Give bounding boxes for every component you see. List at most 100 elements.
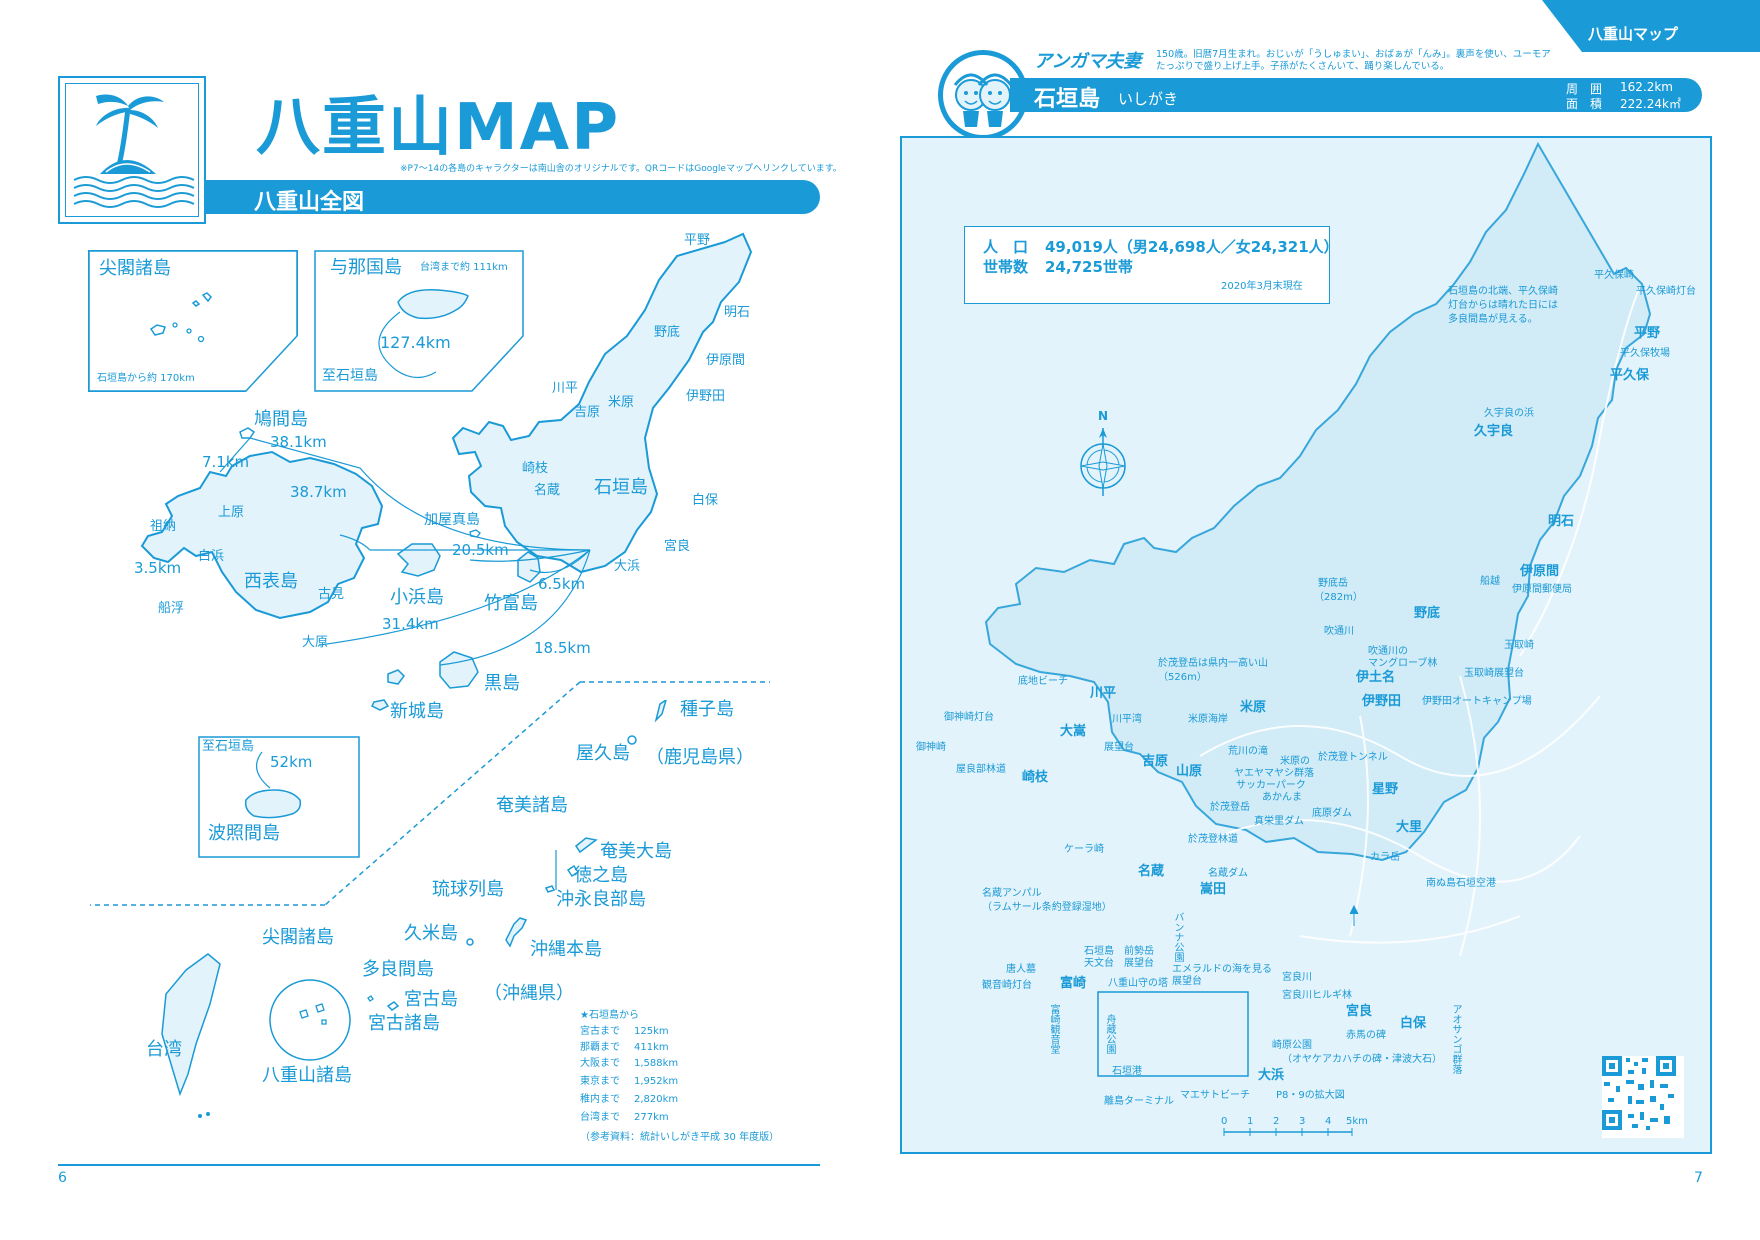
hateruma-to-ishigaki: 至石垣島 (202, 739, 255, 754)
yonaguni-to-ishigaki: 至石垣島 (322, 368, 378, 384)
label-shiraho: 白保 (1400, 1016, 1427, 1031)
note-enlarged: P8・9の拡大図 (1276, 1090, 1345, 1101)
area-value: 222.24k㎡ (1620, 97, 1681, 111)
section-bar-underline (58, 222, 206, 224)
taiwan-shape (161, 953, 221, 1097)
island-reading: いしがき (1118, 90, 1179, 108)
label-ferry: 離島ターミナル (1104, 1096, 1174, 1107)
okinawa-honto-shape (505, 917, 528, 948)
label-yakushima: 屋久島 (576, 743, 630, 764)
label-hirakubo: 平久保 (1610, 368, 1650, 383)
senkaku-islands-shape (149, 292, 212, 343)
label-hoshino: 星野 (1372, 782, 1399, 797)
label-kumejima: 久米島 (404, 923, 458, 944)
label-d5: 3.5km (134, 559, 182, 577)
label-hirakubozaki-lh: 平久保崎灯台 (1636, 286, 1696, 297)
label-ohzato: 大里 (1396, 820, 1423, 835)
label-ohama: 大浜 (614, 559, 641, 574)
perimeter-label: 周 囲 (1566, 82, 1603, 96)
label-kannonzaki: 観音崎灯台 (982, 980, 1032, 991)
label-hirakubozaki: 平久保崎 (1594, 270, 1634, 281)
label-nagura: 名蔵 (534, 483, 561, 498)
ishigaki-island-shape (451, 232, 753, 574)
label-fusaki-kannon: 富崎観音堂 (1048, 1004, 1059, 1054)
label-yamahara: 山原 (1176, 764, 1203, 779)
yonaguni-to-taiwan: 台湾まで約 111km (420, 262, 508, 273)
scale-bar: 0 1 2 3 4 5km (1218, 1116, 1368, 1146)
character-desc-1: 150歳。旧暦7月生まれ。おじぃが「うしゅまい」、おばぁが「んみ」。裏声を使い、… (1156, 49, 1551, 60)
label-ohama: 大浜 (1258, 1068, 1285, 1083)
label-sonai: 祖納 (150, 519, 177, 534)
enlarged-area-box (1097, 991, 1249, 1077)
label-hirano: 平野 (684, 233, 711, 248)
right-page-number: 7 (1694, 1170, 1703, 1186)
label-yonehara: 米原 (1240, 700, 1267, 715)
label-karadake: カラ岳 (1370, 852, 1400, 863)
note-hirakubo: 石垣島の北端、平久保崎 (1448, 286, 1558, 297)
hateruma-title: 波照間島 (208, 823, 280, 844)
label-tokunoshima: 徳之島 (574, 865, 628, 886)
note-hirakubo-3: 多良間島が見える。 (1448, 314, 1538, 325)
households-value: 24,725世帯 (1045, 258, 1133, 276)
label-ibaruma: 伊原間 (1520, 564, 1560, 579)
label-uehara: 上原 (218, 505, 245, 520)
tokunoshima-shape (566, 864, 580, 878)
label-ibaruma: 伊原間 (706, 353, 746, 368)
distance-list-source: （参考資料：統計いしがき平成 30 年度版） (580, 1131, 780, 1143)
note-hirakubo-2: 灯台からは晴れた日には (1448, 300, 1558, 311)
qr-code[interactable] (1602, 1056, 1684, 1138)
label-tomari: 石垣港 (1112, 1066, 1142, 1077)
label-d3: 38.7km (290, 483, 347, 501)
label-kubura-beach: 久宇良の浜 (1484, 408, 1534, 419)
label-hirakubo-farm: 平久保牧場 (1620, 348, 1670, 359)
label-nosokodake: 野底岳 (1318, 578, 1348, 589)
note-omoto: 於茂登岳は県内一高い山 (1158, 658, 1268, 669)
yakushima-shape (627, 735, 637, 745)
label-tamatori-view: 玉取崎展望台 (1464, 668, 1524, 679)
label-iriomote: 西表島 (244, 571, 298, 592)
label-fukidogawa: 吹通川 (1324, 626, 1354, 637)
label-ogamizaki: 御神崎 (916, 742, 946, 753)
island-name-bar: 石垣島 いしがき 周 囲 162.2km 面 積 222.24k㎡ (1010, 78, 1702, 112)
yonaguni-inset: 与那国島 台湾まで約 111km 127.4km 至石垣島 (314, 250, 526, 394)
label-d8: 18.5km (534, 639, 591, 657)
note-nagura-anparu: 名蔵アンパル (982, 888, 1042, 899)
label-taramajima: 多良間島 (362, 959, 434, 980)
label-mangrove: 吹通川の (1368, 646, 1408, 657)
population-as-of: 2020年3月末現在 (1221, 281, 1303, 292)
label-sakihara-2: （オヤケアカハチの碑・津波大石） (1282, 1054, 1442, 1065)
yaeyama-main-map (90, 232, 770, 906)
hateruma-inset: 至石垣島 52km 波照間島 (198, 736, 360, 858)
label-kabira: 川平 (552, 381, 579, 396)
area-label: 面 積 (1566, 97, 1603, 111)
label-nosoko: 野底 (1414, 606, 1441, 621)
distance-list-header: ★石垣島から (580, 1010, 639, 1021)
scale-tick-5: 5km (1346, 1116, 1368, 1127)
label-ishigaki-island: 石垣島 (594, 477, 648, 498)
scale-tick-2: 2 (1273, 1116, 1280, 1127)
hateruma-distance: 52km (270, 753, 313, 771)
label-aosango: アオサンゴ群落 (1450, 1004, 1461, 1074)
label-nagura-dam: 名蔵ダム (1208, 868, 1248, 879)
label-okinawa-pref: （沖縄県） (484, 983, 574, 1004)
kohama-island-shape (396, 543, 441, 577)
title-note: ※P7〜14の各島のキャラクターは南山舎のオリジナルです。QRコードはGoogl… (400, 164, 842, 174)
label-miyara: 宮良 (664, 539, 691, 554)
label-tenboudai: 展望台 (1104, 742, 1134, 753)
label-okinoerabu: 沖永良部島 (556, 889, 646, 910)
character-name: アンガマ夫妻 (1034, 51, 1142, 72)
label-yaeyama-yashi: 米原の (1280, 756, 1310, 767)
label-kabira-bay: 川平湾 (1112, 714, 1142, 725)
kumejima-shape (466, 938, 474, 946)
label-emerald-2: 展望台 (1172, 976, 1202, 987)
label-mangrove-2: マングローブ林 (1368, 658, 1438, 669)
label-taiwan: 台湾 (146, 1039, 182, 1060)
label-amami-oshima: 奄美大島 (600, 841, 672, 862)
label-d1: 38.1km (270, 433, 327, 451)
label-astronomy-2: 天文台 (1084, 958, 1114, 969)
label-aragusuku: 新城島 (390, 701, 444, 722)
perimeter-value: 162.2km (1620, 80, 1673, 94)
road-network (1199, 285, 1641, 957)
distance-row: 那覇まで 411km (580, 1041, 669, 1053)
label-sokobaru-dam: 底原ダム (1312, 808, 1352, 819)
